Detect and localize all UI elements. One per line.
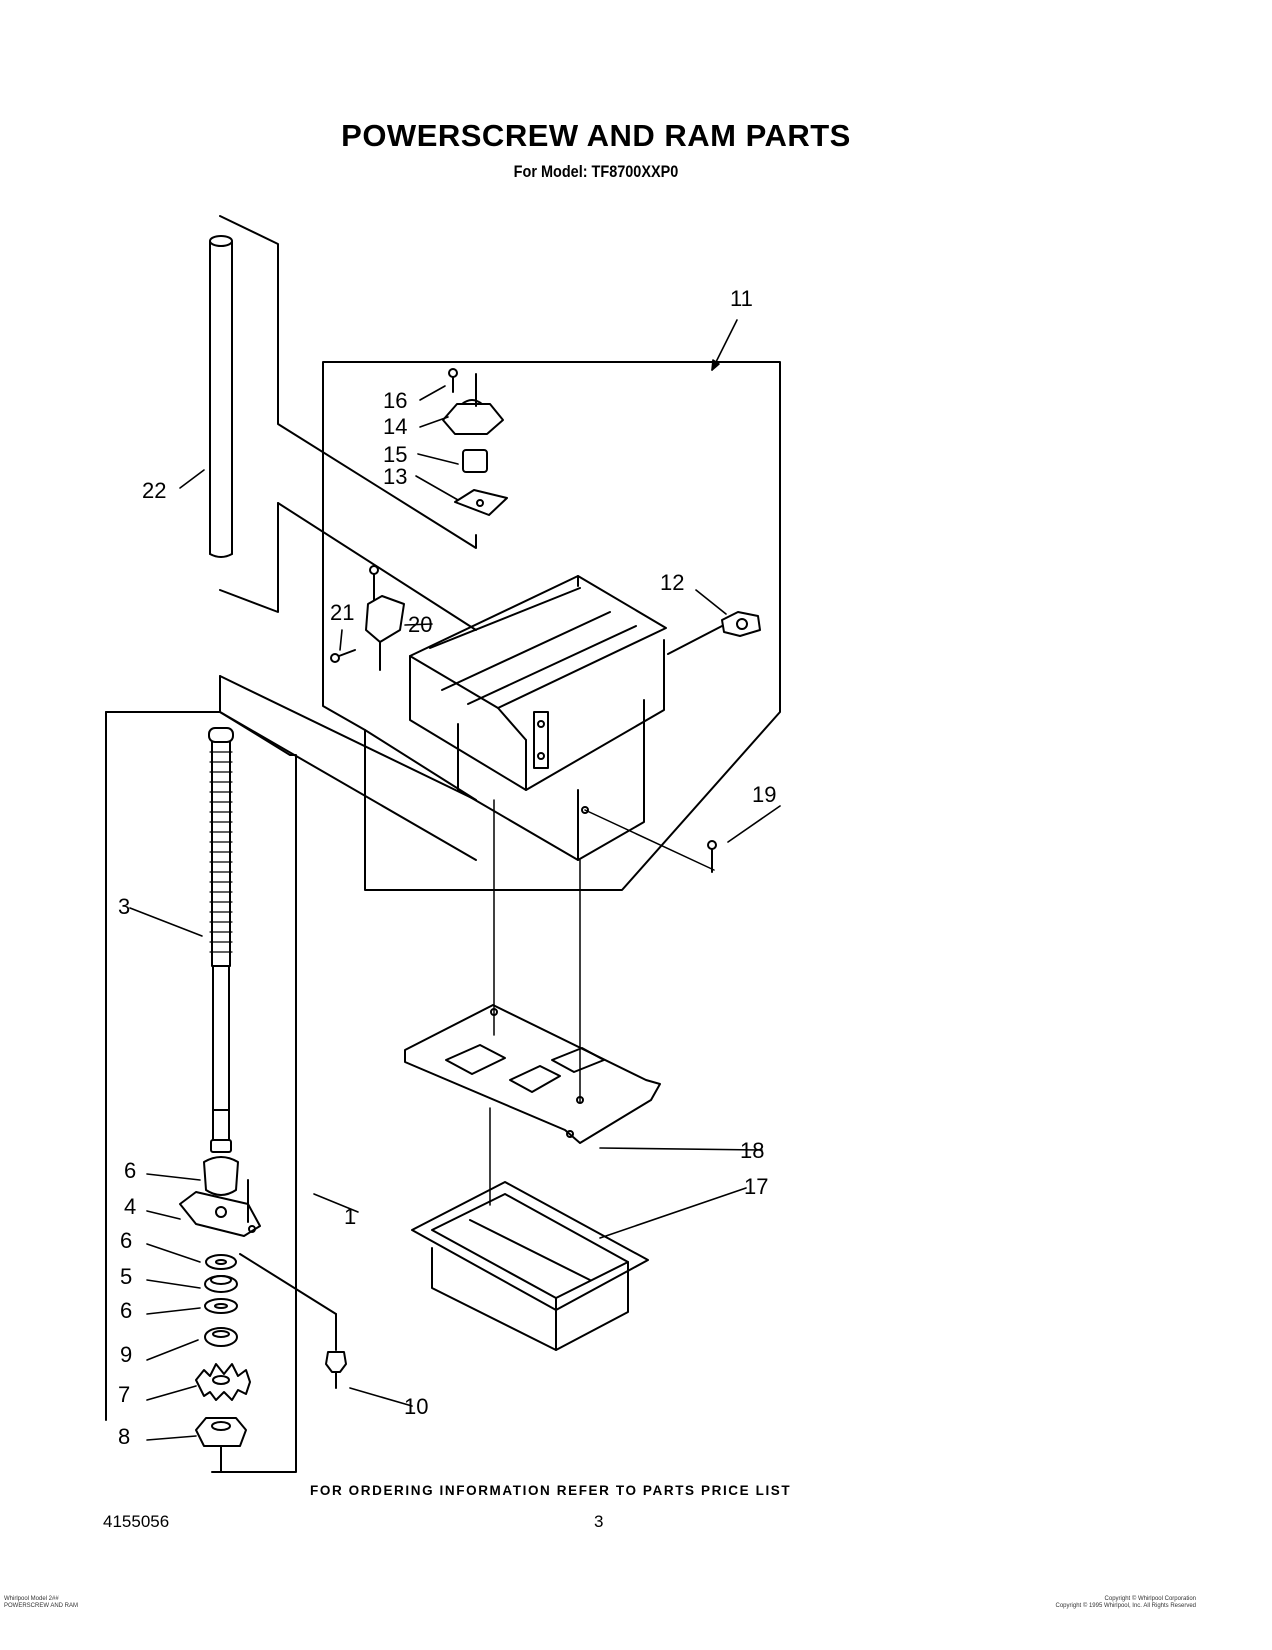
part-12-clip	[667, 611, 761, 655]
callout-10: 10	[404, 1394, 428, 1419]
footer-left-line-2: POWERSCREW AND RAM	[4, 1603, 79, 1609]
footer-right-line-1: Copyright © Whirlpool Corporation	[1104, 1596, 1196, 1602]
callout-labels: 11 16 14 15 13 22 12 20 21 19 3 6 4 6 5 …	[118, 286, 776, 1449]
callout-14: 14	[383, 414, 407, 439]
part-18-gasket-plate	[404, 1004, 661, 1144]
callout-2: 3	[118, 894, 130, 919]
footer-right-line-2: Copyright © 1995 Whirlpool, Inc. All Rig…	[1055, 1603, 1196, 1609]
callout-6a: 6	[120, 1228, 132, 1253]
footer-right-small: Copyright © Whirlpool Corporation Copyri…	[1056, 1596, 1196, 1610]
callout-17: 17	[744, 1174, 768, 1199]
callout-12: 12	[660, 570, 684, 595]
alignment-lines	[489, 799, 715, 1206]
callout-8: 8	[118, 1424, 130, 1449]
callout-16: 16	[383, 388, 407, 413]
page-title: POWERSCREW AND RAM PARTS	[341, 118, 851, 153]
leader-arrows	[129, 319, 781, 1441]
callout-3: 4	[124, 1194, 136, 1219]
callout-19: 19	[752, 782, 776, 807]
callout-1: 1	[344, 1204, 356, 1229]
part-17-tray	[411, 1181, 649, 1351]
callout-5: 6	[124, 1158, 136, 1183]
callout-6b: 6	[120, 1298, 132, 1323]
part-19-screw	[707, 840, 717, 873]
ordering-note: FOR ORDERING INFORMATION REFER TO PARTS …	[310, 1483, 792, 1498]
callout-15: 15	[383, 442, 407, 467]
page-number: 3	[594, 1512, 604, 1531]
parts-lower-stack	[179, 1156, 347, 1473]
callout-21: 21	[330, 600, 354, 625]
callout-9: 9	[120, 1342, 132, 1367]
main-frame-box	[409, 575, 667, 861]
callout-11: 11	[730, 286, 753, 311]
model-subtitle: For Model: TF8700XXP0	[513, 162, 679, 181]
callout-20: 20	[408, 612, 432, 637]
part-2-powerscrew	[208, 727, 234, 1153]
footer-left-line-1: Whirlpool Model 2##	[4, 1596, 59, 1602]
parts-13-16-mount-stack	[442, 368, 508, 516]
callout-13: 13	[383, 464, 407, 489]
document-number: 4155056	[103, 1512, 170, 1531]
part-22-bracket-outline	[219, 215, 477, 631]
callout-22: 22	[142, 478, 166, 503]
callout-18: 18	[740, 1138, 764, 1163]
callout-7: 7	[118, 1382, 130, 1407]
part-22-tube	[209, 235, 233, 558]
callout-4: 5	[120, 1264, 132, 1289]
footer-left-small: Whirlpool Model 2## POWERSCREW AND RAM	[4, 1596, 78, 1610]
part-1-bracket-outline	[105, 675, 477, 1473]
parts-20-21-bracket	[330, 565, 405, 671]
